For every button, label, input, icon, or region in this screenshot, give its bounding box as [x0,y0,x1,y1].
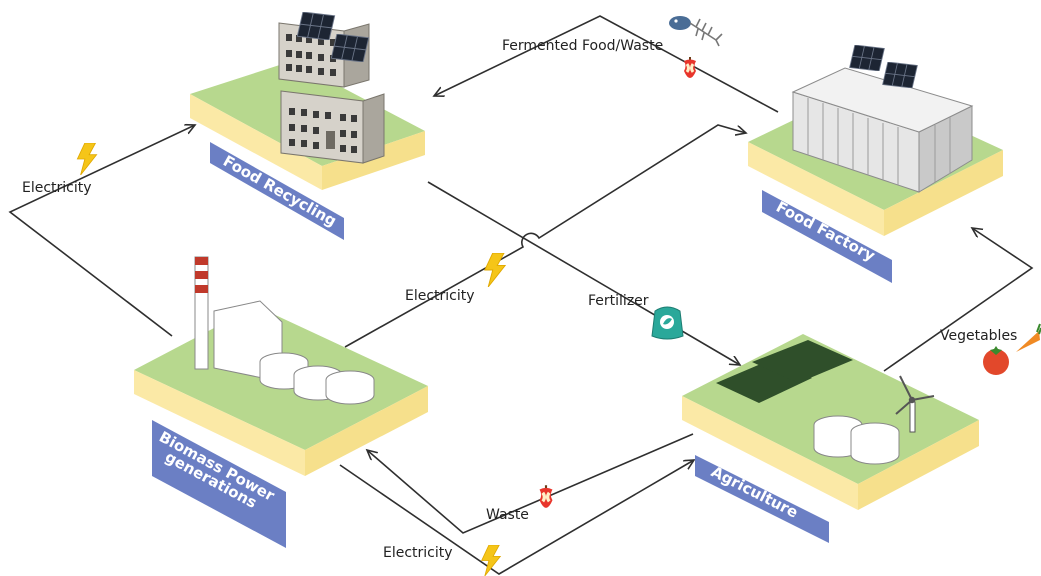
factory-warehouse [791,45,974,193]
factory-building [278,12,385,164]
fish-bone-icon [669,16,723,47]
arrow-electricity-bottom [339,460,694,575]
electricity-left-label: Electricity [22,180,92,196]
electricity-mid-label: Electricity [405,288,475,304]
fertilizer-bag-icon [651,306,684,340]
vegetables-label: Vegetables [940,328,1017,344]
apple-core-icon [537,483,555,510]
arrow-electricity-mid [344,124,746,348]
lightning-icon [76,143,98,175]
solar-panel-icon [882,62,918,88]
digester-tanks [813,415,900,465]
solar-panel-icon [330,34,370,62]
waste-label: Waste [486,507,529,523]
solar-panel-icon [296,12,336,40]
flow-arrows [8,15,1034,575]
solar-panel-icon [849,45,885,71]
power-plant [194,256,375,405]
electricity-bottom-label: Electricity [383,545,453,561]
agriculture-node: Agriculture [682,334,979,543]
arrow-fertilizer [427,181,740,365]
arrow-fermented [434,15,779,113]
lightning-icon [481,545,501,576]
apple-core-icon [682,55,698,80]
fermented-food-waste-label: Fermented Food/Waste [502,38,663,54]
arrow-electricity-left [8,125,195,337]
arrow-waste [367,433,694,534]
fertilizer-label: Fertilizer [588,293,649,309]
wind-turbine-icon [895,375,935,433]
biomass-power-node: Biomass Power generations [134,256,428,548]
crop-fields [716,340,853,403]
arrow-vegetables [883,228,1034,372]
food-recycling-node: Food Recycling [190,12,425,240]
tomato-icon [983,346,1009,375]
carrot-icon [1016,323,1041,352]
food-factory-node: Food Factory [748,45,1003,283]
